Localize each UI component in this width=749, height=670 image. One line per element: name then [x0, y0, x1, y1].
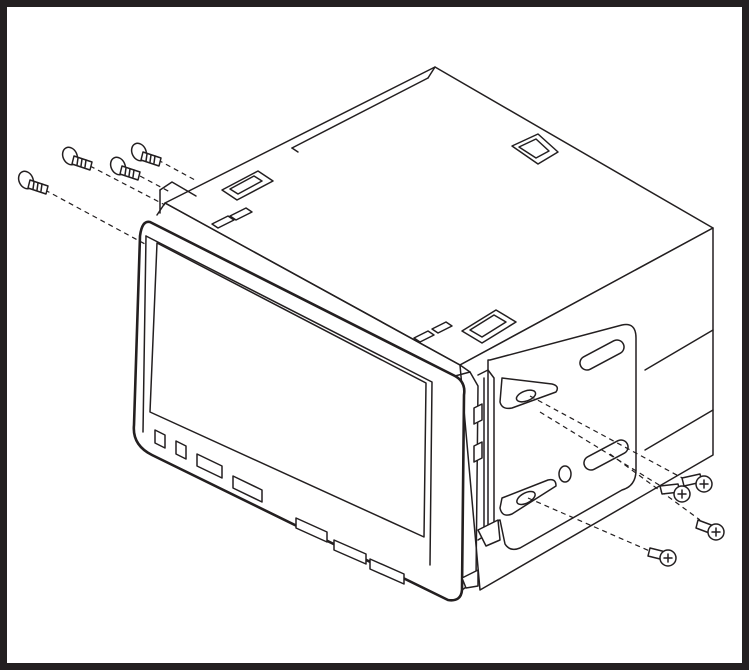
- bracket-tab-upper: [499, 377, 559, 410]
- button-7: [369, 558, 405, 585]
- screw-icon: [61, 146, 93, 171]
- screw-icon: [17, 170, 49, 195]
- screw-icon: [681, 473, 713, 493]
- screw-icon: [130, 142, 162, 167]
- screw-icon: [659, 483, 691, 503]
- alignment-lines: [44, 159, 701, 553]
- bracket-slot-upper: [579, 339, 625, 371]
- top-slot-2: [511, 133, 559, 165]
- top-slot-3: [461, 309, 517, 344]
- mounting-bracket: [461, 323, 637, 589]
- bracket-plate: [487, 323, 637, 551]
- button-4: [232, 475, 263, 503]
- button-2: [175, 440, 187, 460]
- button-6: [333, 539, 367, 565]
- screw-icon: [695, 519, 725, 541]
- screw-icon: [109, 156, 141, 181]
- button-1: [154, 429, 166, 449]
- button-3: [196, 453, 223, 479]
- bracket-tab-lower: [499, 478, 557, 516]
- bracket-slot-middle: [583, 439, 629, 471]
- display-unit: [132, 220, 479, 602]
- button-5: [295, 517, 328, 543]
- display-screen: [149, 242, 427, 538]
- front-buttons: [154, 429, 405, 585]
- bracket-hole: [558, 465, 572, 483]
- top-slot-1: [221, 170, 274, 201]
- screw-icon: [647, 547, 677, 567]
